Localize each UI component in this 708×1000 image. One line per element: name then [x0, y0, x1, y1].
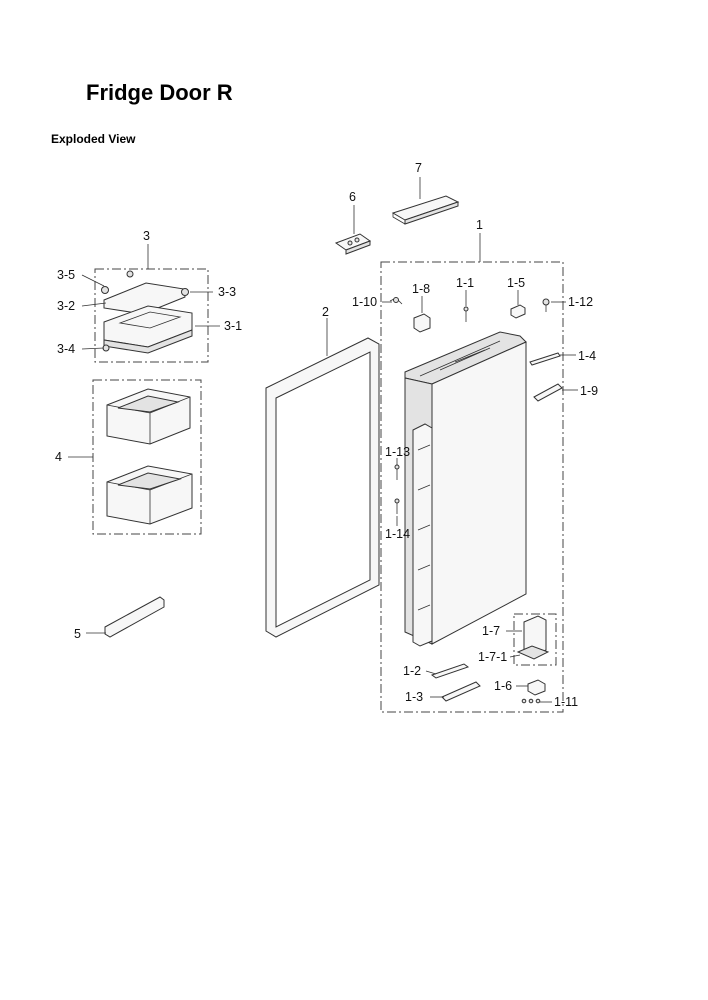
callout-5: 5 [74, 627, 81, 641]
callout-3-4: 3-4 [57, 342, 75, 356]
callout-1-10: 1-10 [352, 295, 377, 309]
leader-1-2 [425, 670, 437, 675]
page-title: Fridge Door R [86, 80, 233, 105]
callout-3: 3 [143, 229, 150, 243]
callout-1-7: 1-7 [482, 624, 500, 638]
callout-1-11: 1-11 [554, 695, 578, 709]
part-6-hinge-plate [334, 233, 372, 255]
leader-3-4 [81, 347, 105, 350]
callout-4: 4 [55, 450, 62, 464]
part-1-4-strip [529, 352, 561, 366]
page-subtitle: Exploded View [51, 132, 136, 146]
callout-1-7-1: 1-7-1 [478, 650, 507, 664]
callout-3-3: 3-3 [218, 285, 236, 299]
callout-1-2: 1-2 [403, 664, 421, 678]
part-1-10-screw [389, 297, 403, 305]
callout-1-1: 1-1 [456, 276, 474, 290]
part-3-top-cap [101, 270, 193, 354]
leader-1-7-1 [509, 654, 521, 658]
group-box-3 [94, 268, 209, 363]
part-1-6-block [527, 679, 546, 696]
part-1-2-strip [430, 663, 470, 679]
leader-3-2 [81, 302, 107, 307]
part-5-bar [104, 596, 165, 638]
callout-1-12: 1-12 [568, 295, 593, 309]
leader-3-5 [81, 274, 105, 287]
callout-1-8: 1-8 [412, 282, 430, 296]
part-1-door-body [404, 331, 527, 647]
group-box-1 [380, 261, 564, 713]
callout-1-4: 1-4 [578, 349, 596, 363]
callout-3-5: 3-5 [57, 268, 75, 282]
callout-1-13: 1-13 [385, 445, 410, 459]
group-box-1-7 [513, 613, 557, 666]
part-1-12-screw [542, 298, 550, 312]
callout-7: 7 [415, 161, 422, 175]
part-7-cover-plate [391, 195, 460, 225]
callout-2: 2 [322, 305, 329, 319]
callout-3-1: 3-1 [224, 319, 242, 333]
callout-labels: 7 6 1 3 3-5 3-3 3-2 3-1 3-4 2 1-10 1-8 1… [55, 161, 598, 709]
part-1-5-cap [510, 304, 526, 319]
callout-6: 6 [349, 190, 356, 204]
part-1-8-bracket [413, 313, 431, 333]
part-1-13-screw [394, 464, 400, 480]
callout-1-6: 1-6 [494, 679, 512, 693]
callout-3-2: 3-2 [57, 299, 75, 313]
callout-1-5: 1-5 [507, 276, 525, 290]
part-4-door-bins [106, 388, 193, 525]
callout-1-14: 1-14 [385, 527, 410, 541]
part-1-9-strip [533, 383, 563, 402]
part-1-14-screw [394, 498, 400, 514]
part-1-3-strip [441, 681, 481, 702]
callout-1-9: 1-9 [580, 384, 598, 398]
callout-1: 1 [476, 218, 483, 232]
part-2-door-gasket [265, 337, 380, 638]
callout-1-3: 1-3 [405, 690, 423, 704]
part-1-7-hinge [516, 615, 550, 660]
part-1-11-screws [521, 698, 541, 704]
part-1-1-pin [463, 306, 469, 322]
